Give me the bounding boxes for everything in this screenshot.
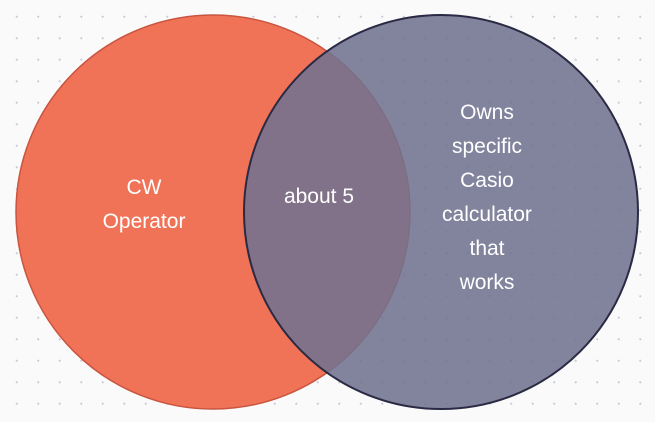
set-circle-casio-owner <box>243 14 639 410</box>
set-label-cw-operator: CW Operator <box>102 176 186 233</box>
set-label-casio-owner: Owns specific Casio calculator that work… <box>442 101 532 294</box>
intersection-label: about 5 <box>283 185 355 208</box>
